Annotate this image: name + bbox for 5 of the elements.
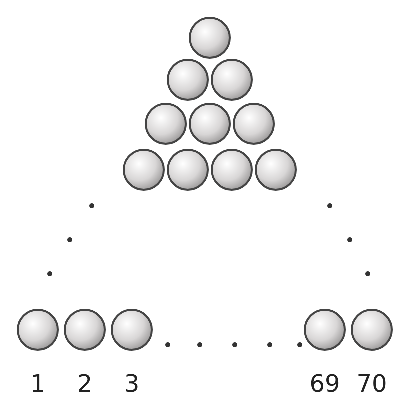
ball-number: 2 [77,372,93,396]
ball-number: 70 [356,372,388,396]
ball-number: 3 [124,372,140,396]
ball-number: 1 [30,372,46,396]
ball-number: 69 [310,372,340,396]
